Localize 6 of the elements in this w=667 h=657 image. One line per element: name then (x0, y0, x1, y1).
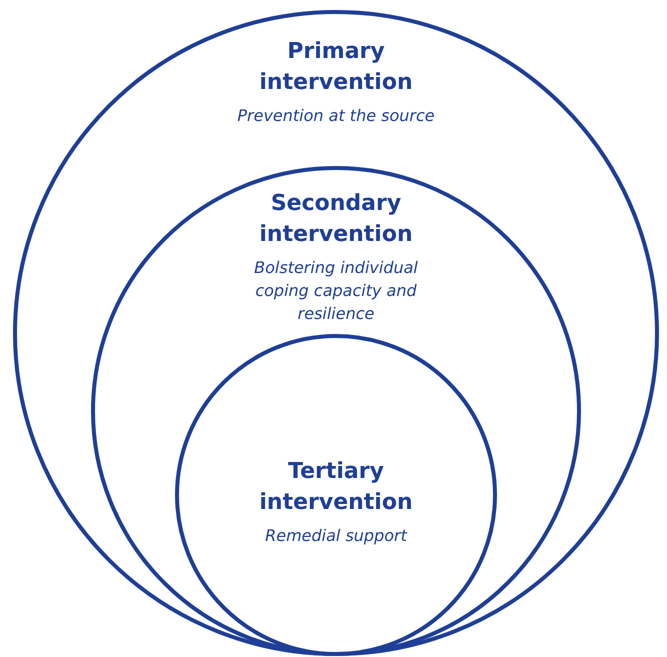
heading: Tertiary intervention (258, 458, 414, 517)
subtitle: Remedial support (265, 525, 407, 547)
subtitle: Bolstering individual coping capacity and resilience (253, 257, 419, 325)
subtitle: Prevention at the source (237, 105, 435, 127)
heading: Primary intervention (258, 38, 414, 97)
heading: Secondary intervention (258, 190, 414, 249)
